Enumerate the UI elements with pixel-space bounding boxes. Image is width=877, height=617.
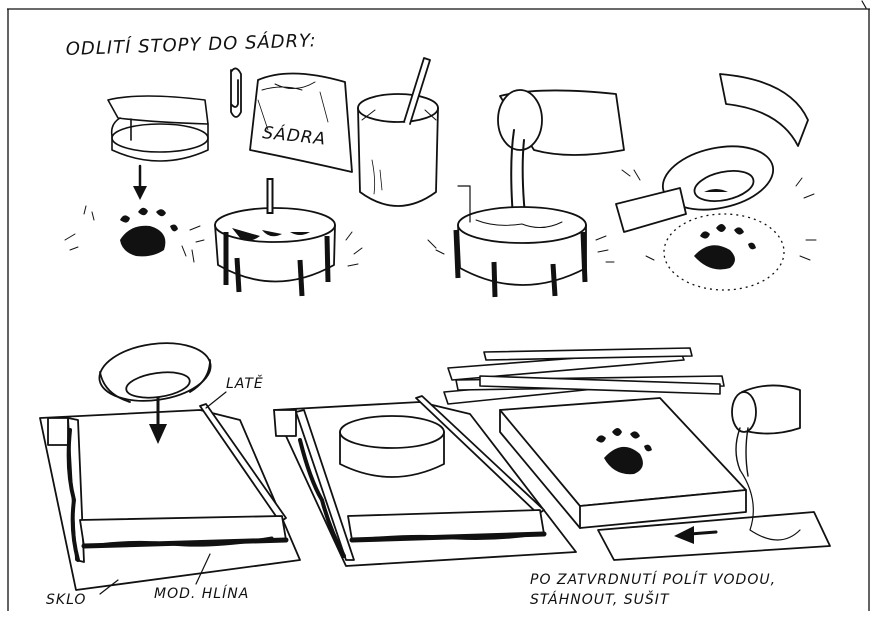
glass-label: SKLO bbox=[46, 592, 86, 608]
ring-filled-plaster bbox=[456, 186, 586, 297]
water-pour-cup bbox=[732, 385, 800, 476]
caption-line-1: PO ZATVRDNUTÍ POLÍT VODOU, bbox=[530, 571, 776, 588]
slats-leader bbox=[206, 392, 226, 408]
slat-frame-glass bbox=[40, 404, 300, 590]
step-strip-ring bbox=[108, 96, 208, 161]
plaster-bag: SÁDRA bbox=[250, 73, 352, 172]
footprint-dotted-circle bbox=[664, 214, 784, 290]
diagram-title: ODLITÍ STOPY DO SÁDRY: bbox=[65, 29, 317, 60]
ring-with-pins bbox=[215, 178, 335, 296]
caption-line-2: STÁHNOUT, SUŠIT bbox=[530, 590, 670, 608]
animal-footprint bbox=[120, 208, 178, 257]
water-can bbox=[358, 58, 438, 206]
corner-mark bbox=[862, 1, 866, 8]
loose-slats bbox=[444, 348, 724, 404]
slats-label: LATĚ bbox=[226, 374, 264, 392]
paperclip-icon bbox=[231, 68, 241, 117]
clay-label: MOD. HLÍNA bbox=[154, 585, 249, 602]
cast-disc-lowering bbox=[96, 336, 215, 407]
down-arrow bbox=[133, 166, 147, 200]
cast-unwrapping bbox=[616, 74, 808, 232]
